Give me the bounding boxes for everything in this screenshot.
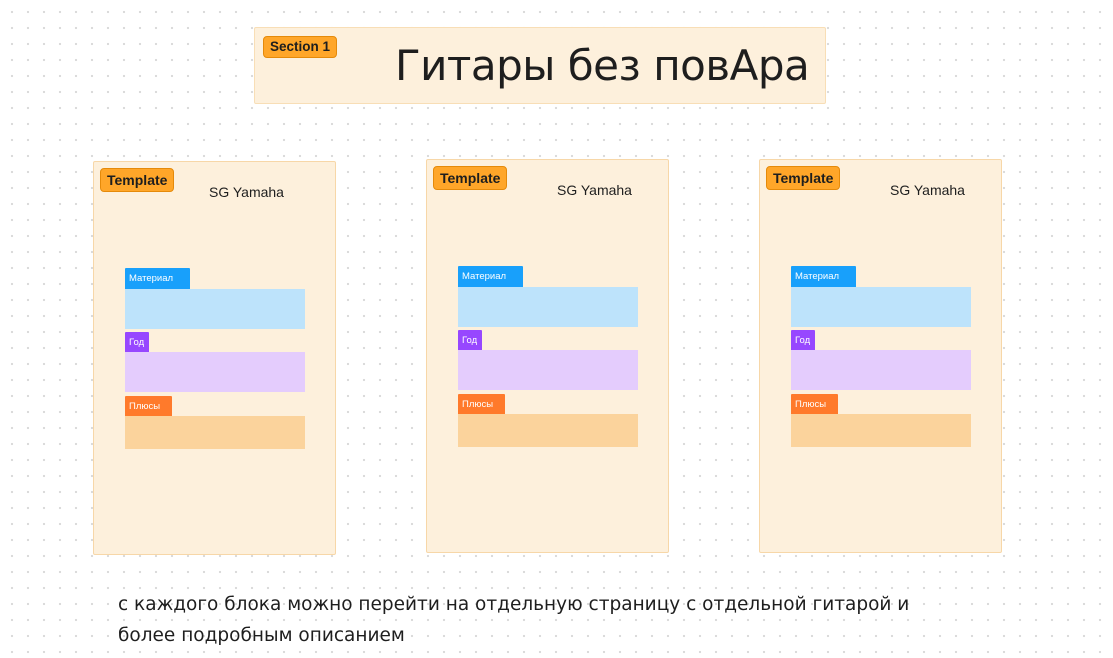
year-field[interactable] xyxy=(458,350,638,390)
material-field[interactable] xyxy=(458,287,638,327)
template-card-3[interactable]: Template SG Yamaha Материал Год Плюсы xyxy=(759,159,1002,553)
template-tag[interactable]: Template xyxy=(100,168,175,192)
material-label: Материал xyxy=(791,266,856,287)
pros-label: Плюсы xyxy=(791,394,838,415)
year-label: Год xyxy=(458,330,482,351)
section-title: Гитары без повАра xyxy=(395,41,810,90)
note-line-2: более подробным описанием xyxy=(118,625,405,646)
card-title: SG Yamaha xyxy=(209,184,284,200)
template-tag[interactable]: Template xyxy=(433,166,508,190)
material-field[interactable] xyxy=(791,287,971,327)
card-title: SG Yamaha xyxy=(890,182,965,198)
template-tag[interactable]: Template xyxy=(766,166,841,190)
material-label: Материал xyxy=(458,266,523,287)
section-frame[interactable]: Section 1 Гитары без повАра xyxy=(254,27,826,104)
section-tag[interactable]: Section 1 xyxy=(263,36,338,58)
year-field[interactable] xyxy=(791,350,971,390)
template-card-2[interactable]: Template SG Yamaha Материал Год Плюсы xyxy=(426,159,669,553)
note-text[interactable]: с каждого блока можно перейти на отдельн… xyxy=(118,589,1018,651)
template-card-1[interactable]: Template SG Yamaha Материал Год Плюсы xyxy=(93,161,336,555)
year-label: Год xyxy=(791,330,815,351)
pros-field[interactable] xyxy=(125,416,305,449)
material-field[interactable] xyxy=(125,289,305,329)
note-line-1: с каждого блока можно перейти на отдельн… xyxy=(118,594,910,615)
card-title: SG Yamaha xyxy=(557,182,632,198)
pros-label: Плюсы xyxy=(458,394,505,415)
pros-label: Плюсы xyxy=(125,396,172,417)
year-field[interactable] xyxy=(125,352,305,392)
year-label: Год xyxy=(125,332,149,353)
pros-field[interactable] xyxy=(458,414,638,447)
material-label: Материал xyxy=(125,268,190,289)
pros-field[interactable] xyxy=(791,414,971,447)
